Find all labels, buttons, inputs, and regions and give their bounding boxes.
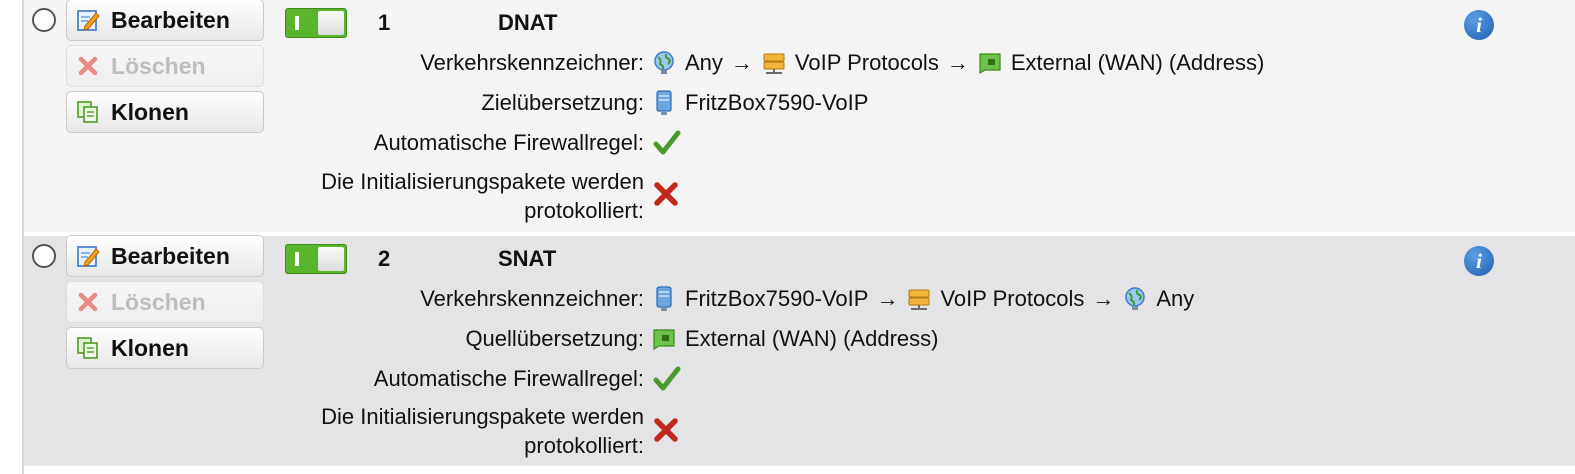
log-packets-label-line1: Die Initialisierungspakete werden [321,404,644,429]
clone-icon [75,99,101,125]
interface-icon [977,50,1003,76]
interface-icon [651,326,677,352]
rule-number: 1 [378,10,391,35]
info-icon[interactable]: i [1464,246,1494,276]
traffic-selector-value: FritzBox7590-VoIP → VoIP Protocols → Any [651,284,1194,313]
rule-row: Bearbeiten Löschen Klonen 1 DNAT i Verke… [24,0,1575,232]
traffic-destination[interactable]: Any [1156,286,1195,311]
rule-number: 2 [378,246,391,271]
check-icon [652,128,682,163]
host-icon [651,89,677,116]
auto-firewall-label: Automatische Firewallregel: [373,130,644,155]
log-packets-label-line2: protokolliert: [524,198,644,223]
check-icon [652,364,682,399]
traffic-destination[interactable]: External (WAN) (Address) [1010,50,1265,75]
service-group-icon [906,286,932,312]
log-packets-label-line1: Die Initialisierungspakete werden [321,169,644,194]
arrow: → [946,50,969,75]
traffic-service[interactable]: VoIP Protocols [940,286,1085,311]
edit-icon [75,7,101,33]
host-icon [651,285,677,312]
log-packets-label-line2: protokolliert: [524,433,644,458]
globe-icon [1122,286,1148,312]
source-translation-value: External (WAN) (Address) [651,324,938,353]
traffic-selector-value: Any → VoIP Protocols → External (WAN) (A… [651,48,1264,77]
row-select-checkbox[interactable] [32,244,56,268]
info-icon[interactable]: i [1464,10,1494,40]
clone-label: Klonen [111,98,189,125]
row-select-checkbox[interactable] [32,8,56,32]
traffic-source[interactable]: Any [685,50,723,75]
service-group-icon [761,50,787,76]
traffic-service[interactable]: VoIP Protocols [794,50,939,75]
traffic-source[interactable]: FritzBox7590-VoIP [685,286,869,311]
delete-icon [75,53,101,79]
cross-icon [652,416,680,449]
delete-button[interactable]: Löschen [66,281,264,323]
arrow: → [876,286,899,311]
edit-button[interactable]: Bearbeiten [66,235,264,277]
destination-translation-label: Zielübersetzung: [481,90,644,115]
toggle-on-mark [295,16,299,30]
edit-button[interactable]: Bearbeiten [66,0,264,41]
edit-label: Bearbeiten [111,242,230,269]
rules-list: Bearbeiten Löschen Klonen 1 DNAT i Verke… [22,0,1575,474]
delete-icon [75,289,101,315]
translation-target[interactable]: FritzBox7590-VoIP [685,90,869,115]
globe-icon [651,50,677,76]
edit-icon [75,243,101,269]
arrow: → [730,50,753,75]
rule-type: DNAT [498,10,558,35]
traffic-selector-label: Verkehrskennzeichner: [420,286,644,311]
rule-row: Bearbeiten Löschen Klonen 2 SNAT i Verke… [24,235,1575,466]
delete-button[interactable]: Löschen [66,45,264,87]
delete-label: Löschen [111,52,206,79]
enable-toggle[interactable] [285,8,347,38]
edit-label: Bearbeiten [111,6,230,33]
clone-button[interactable]: Klonen [66,327,264,369]
destination-translation-value: FritzBox7590-VoIP [651,88,868,117]
traffic-selector-label: Verkehrskennzeichner: [420,50,644,75]
clone-button[interactable]: Klonen [66,91,264,133]
toggle-knob [318,247,344,271]
auto-firewall-label: Automatische Firewallregel: [373,366,644,391]
toggle-knob [318,11,344,35]
delete-label: Löschen [111,288,206,315]
clone-icon [75,335,101,361]
clone-label: Klonen [111,334,189,361]
source-translation-label: Quellübersetzung: [465,326,644,351]
toggle-on-mark [295,252,299,266]
arrow: → [1092,286,1115,311]
enable-toggle[interactable] [285,244,347,274]
rule-type: SNAT [498,246,557,271]
translation-target[interactable]: External (WAN) (Address) [685,326,939,351]
cross-icon [652,180,680,213]
